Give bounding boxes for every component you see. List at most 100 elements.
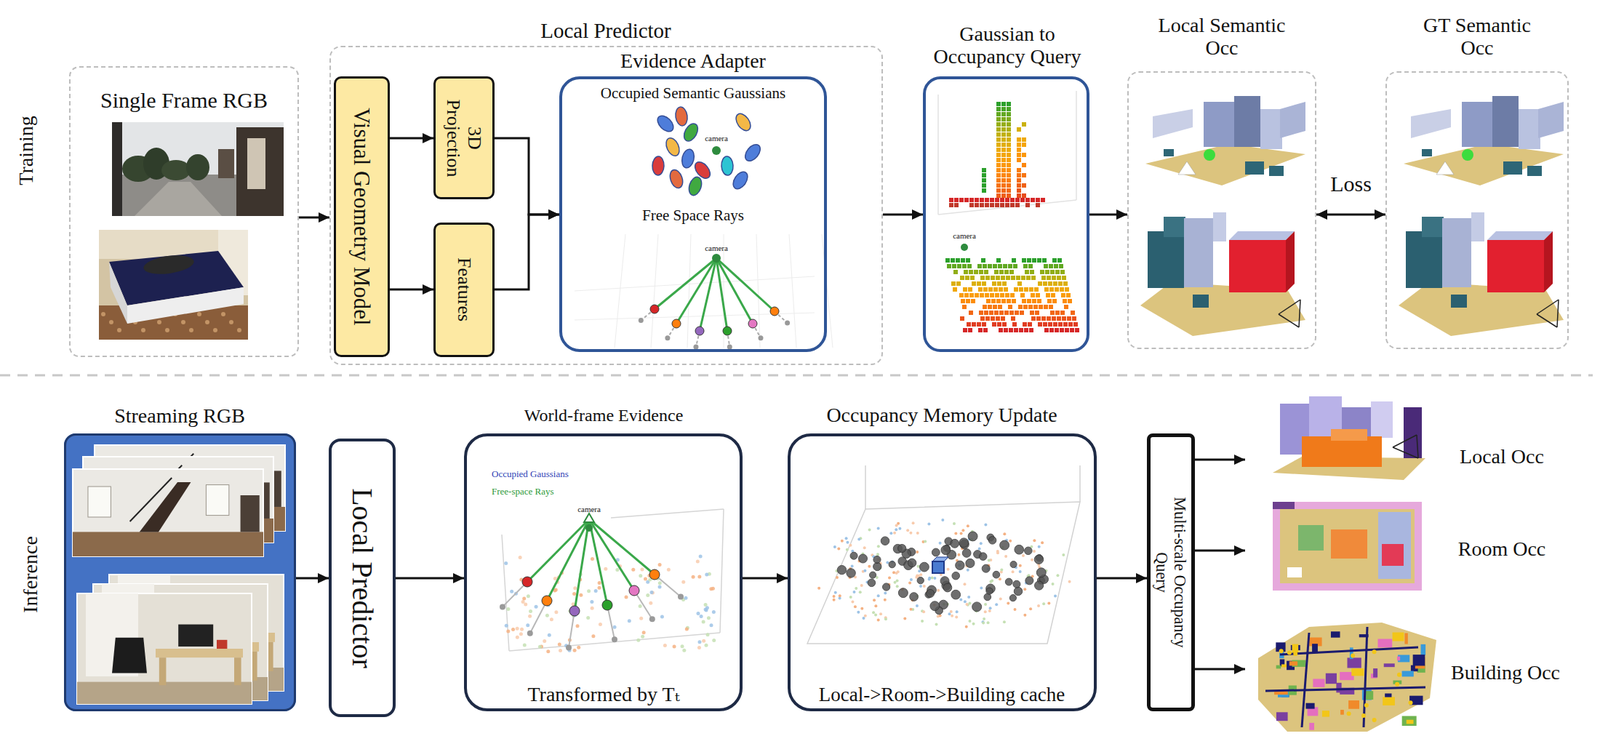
- world-frame-evidence-shape: [615, 568, 619, 572]
- world-frame-evidence-shape: [648, 601, 653, 606]
- occupancy-memory-shape: [954, 616, 958, 619]
- occupancy-memory-shape: [922, 610, 926, 614]
- occupancy-memory-shape: [1006, 602, 1010, 606]
- panorama-photo-shape: [112, 122, 123, 216]
- occupancy-query-voxels-shape: [968, 310, 974, 315]
- world-frame-evidence-shape: [526, 594, 531, 598]
- occupancy-query-voxels-shape: [1006, 168, 1011, 173]
- semantic-occupancy-scene-shape: [1536, 314, 1558, 328]
- occupancy-query-voxels-shape: [970, 275, 975, 280]
- occupancy-query-voxels-shape: [976, 281, 982, 286]
- legend-label: Free-space Rays: [491, 486, 555, 498]
- occupancy-query-voxels-shape: [996, 173, 1001, 178]
- bedroom-photo-shape: [98, 229, 248, 340]
- occupancy-query-voxels-shape: [1001, 152, 1006, 158]
- occupancy-memory-shape: [1004, 554, 1008, 558]
- input-panel: Single Frame RGB: [69, 66, 299, 358]
- flow-arrow: [1194, 549, 1246, 552]
- occupancy-query-voxels-shape: [995, 316, 1000, 321]
- occupancy-memory-shape: [850, 552, 858, 560]
- output-item: Room Occ: [1245, 501, 1566, 600]
- occupancy-memory-shape: [1023, 587, 1027, 591]
- occupancy-query-voxels-shape: [1010, 197, 1015, 203]
- occupancy-memory-shape: [919, 584, 923, 588]
- occupancy-memory-shape: [835, 576, 839, 579]
- occupancy-query-voxels-shape: [1035, 197, 1040, 203]
- occupancy-query-voxels-shape: [959, 197, 964, 203]
- occupancy-query-voxels-shape: [937, 94, 939, 215]
- bedroom-photo-shape: [221, 312, 226, 317]
- flow-arrow: [1316, 213, 1386, 216]
- semantic-occupancy-scene-shape: [1163, 216, 1186, 238]
- occupancy-query-voxels-shape: [1031, 275, 1036, 280]
- occupancy-memory-shape: [920, 619, 924, 623]
- semantic-occupancy-scene-shape: [1260, 109, 1283, 150]
- occupancy-memory-shape: [979, 541, 983, 545]
- occupancy-query-voxels-shape: [1066, 316, 1072, 321]
- semantic-occupancy-scene-shape: [1421, 216, 1444, 238]
- occupancy-memory-shape: [861, 616, 865, 620]
- occupancy-query-voxels-shape: [1055, 269, 1060, 275]
- semantic-occupancy-scene-shape: [1442, 218, 1472, 288]
- world-frame-evidence-shape: [584, 513, 595, 523]
- building-occupancy-output-shape: [1413, 654, 1426, 666]
- occupancy-memory-shape: [981, 564, 990, 573]
- node-text: GT Semantic Occ: [1411, 13, 1543, 60]
- occupancy-query-voxels-shape: [1010, 275, 1016, 280]
- section-divider: [0, 375, 1593, 376]
- adapter-box: Evidence AdapterOccupied Semantic Gaussi…: [559, 76, 827, 352]
- occupancy-query-voxels-shape: [1046, 275, 1051, 280]
- occupancy-query-voxels-shape: [1006, 178, 1011, 183]
- occupancy-query-voxels-shape: [1004, 269, 1009, 275]
- occupancy-query-voxels-shape: [949, 202, 954, 208]
- world-frame-evidence-shape: [528, 614, 532, 619]
- occupancy-memory-shape: [858, 554, 868, 563]
- streaming-frames-shape: [130, 477, 173, 522]
- occupancy-memory-shape: [1037, 545, 1041, 549]
- occupancy-query-voxels-shape: [989, 310, 994, 315]
- occupancy-query-voxels-shape: [959, 293, 964, 298]
- occupancy-memory-shape: [882, 583, 891, 591]
- occupancy-query-voxels-shape: [1029, 310, 1035, 315]
- occupancy-query-voxels-shape: [968, 328, 973, 333]
- occupancy-query-voxels-shape: [1013, 328, 1019, 333]
- occupancy-memory-shape: [1002, 620, 1006, 624]
- node-text: Multi-scale Occupancy Query: [1152, 477, 1190, 667]
- occupancy-memory-shape: [896, 584, 899, 588]
- occupancy-query-voxels-shape: [969, 197, 974, 203]
- occupancy-memory-shape: [1032, 549, 1036, 553]
- building-occupancy-output-shape: [1348, 700, 1360, 710]
- occupancy-memory-shape: [853, 605, 857, 608]
- building-occupancy-output-shape: [1384, 663, 1395, 667]
- occupancy-query-voxels-shape: [1025, 197, 1030, 203]
- occupancy-memory-shape: [848, 544, 852, 547]
- section-divider-shape: [0, 374, 1593, 377]
- world-frame-evidence-shape: [522, 643, 527, 648]
- occupancy-query-voxels-shape: [1016, 142, 1022, 147]
- occupancy-query-voxels-shape: [1069, 328, 1075, 333]
- node-text: Local Predictor: [460, 18, 752, 43]
- building-occupancy-output-shape: [1372, 717, 1377, 723]
- bedroom-photo-shape: [237, 328, 242, 333]
- building-occupancy-output-shape: [1305, 703, 1315, 710]
- occupancy-query-voxels-shape: [1006, 142, 1011, 147]
- world-frame-evidence-shape: [711, 586, 715, 591]
- occupancy-query-voxels-shape: [996, 188, 1001, 193]
- occupancy-query-voxels-shape: [996, 152, 1001, 158]
- occupancy-query-voxels-shape: [1051, 275, 1056, 280]
- occupancy-memory-shape: [915, 550, 919, 554]
- bedroom-photo-shape: [181, 320, 186, 325]
- occupancy-query-voxels-shape: [981, 258, 986, 263]
- occupancy-query-voxels-shape: [960, 298, 966, 304]
- world-frame-evidence-shape: [522, 597, 526, 601]
- occupancy-memory-shape: [1002, 532, 1006, 536]
- occupancy-memory-shape: [834, 591, 838, 595]
- occupancy-query-voxels-shape: [1000, 202, 1005, 208]
- occupancy-query-voxels-shape: [1066, 293, 1071, 298]
- occupancy-query-voxels-shape: [996, 157, 1001, 163]
- occupancy-query-voxels-shape: [1040, 269, 1045, 275]
- occupancy-query-voxels-shape: [998, 287, 1003, 292]
- occupancy-query-voxels-shape: [1074, 328, 1080, 333]
- occupancy-query-voxels-shape: [998, 328, 1003, 333]
- occupancy-query-voxels-shape: [1036, 316, 1041, 321]
